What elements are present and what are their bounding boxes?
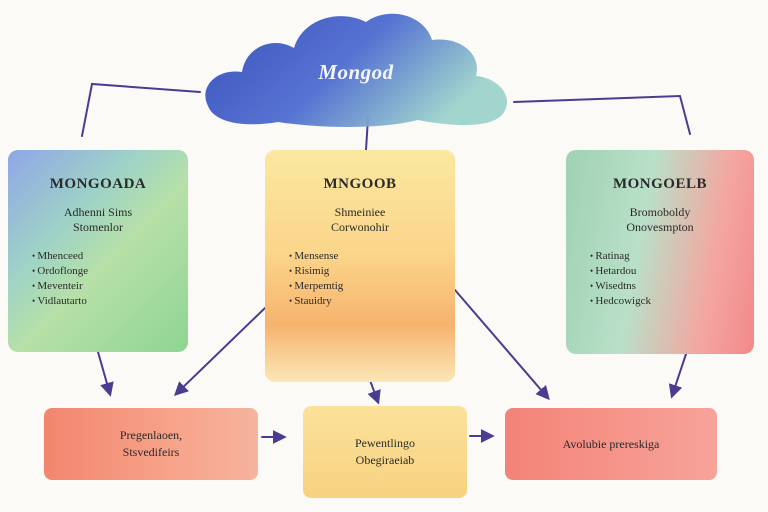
subtitle-line: Adhenni Sims xyxy=(63,205,133,219)
list-item: Wisedtns xyxy=(590,279,744,294)
arrow-cloud-to-left-card xyxy=(81,82,201,137)
arrow-left-card-to-left-box xyxy=(97,351,114,397)
box-line: Avolubie prereskiga xyxy=(562,436,660,451)
top-cloud-node: Mongod xyxy=(198,6,514,130)
middle-output-box: Pewentlingo Obegiraeiab xyxy=(303,406,467,498)
list-item: Mhenceed xyxy=(32,249,178,264)
box-line: Pewentlingo xyxy=(355,436,415,450)
arrow-middle-card-to-left-box xyxy=(173,307,266,396)
right-output-box: Avolubie prereskiga xyxy=(505,408,717,480)
list-item: Ratinag xyxy=(590,249,744,264)
left-card: MONGOADA Adhenni Sims Stomenlor Mhenceed… xyxy=(8,150,188,352)
list-item: Risimig xyxy=(289,264,445,279)
box-line: Pregenlaoen, xyxy=(119,428,183,442)
box-line: Obegiraeiab xyxy=(355,453,415,467)
middle-card: MNGOOB Shmeiniee Corwonohir Mensense Ris… xyxy=(265,150,455,382)
middle-card-title: MNGOOB xyxy=(323,176,397,192)
middle-card-subtitle: Shmeiniee Corwonohir xyxy=(275,205,445,235)
arrow-cloud-to-right-card xyxy=(513,94,691,135)
cloud-title: Mongod xyxy=(318,60,394,84)
left-output-box: Pregenlaoen, Stsvedifeirs xyxy=(44,408,258,480)
subtitle-line: Onovesmpton xyxy=(626,220,694,234)
list-item: Merpemtig xyxy=(289,279,445,294)
list-item: Meventeir xyxy=(32,279,178,294)
subtitle-line: Stomenlor xyxy=(73,220,123,234)
right-card: MONGOELB Bromoboldy Onovesmpton Ratinag … xyxy=(566,150,754,354)
arrow-right-card-to-right-box xyxy=(668,353,687,399)
list-item: Hetardou xyxy=(590,264,744,279)
left-card-list: Mhenceed Ordoflonge Meventeir Vidlautart… xyxy=(18,249,178,309)
arrow-middle-card-to-right-box xyxy=(454,289,550,401)
box-line: Stsvedifeirs xyxy=(122,445,180,459)
right-card-subtitle: Bromoboldy Onovesmpton xyxy=(576,205,744,235)
list-item: Hedcowigck xyxy=(590,294,744,309)
list-item: Stauidry xyxy=(289,294,445,309)
subtitle-line: Bromoboldy xyxy=(629,205,691,219)
left-card-subtitle: Adhenni Sims Stomenlor xyxy=(18,205,178,235)
right-card-list: Ratinag Hetardou Wisedtns Hedcowigck xyxy=(576,249,744,309)
list-item: Mensense xyxy=(289,249,445,264)
list-item: Vidlautarto xyxy=(32,294,178,309)
right-card-title: MONGOELB xyxy=(612,176,707,192)
subtitle-line: Shmeiniee xyxy=(334,205,386,219)
cloud-shape-icon xyxy=(205,13,508,128)
left-card-title: MONGOADA xyxy=(49,176,147,192)
subtitle-line: Corwonohir xyxy=(331,220,389,234)
middle-card-list: Mensense Risimig Merpemtig Stauidry xyxy=(275,249,445,309)
list-item: Ordoflonge xyxy=(32,264,178,279)
